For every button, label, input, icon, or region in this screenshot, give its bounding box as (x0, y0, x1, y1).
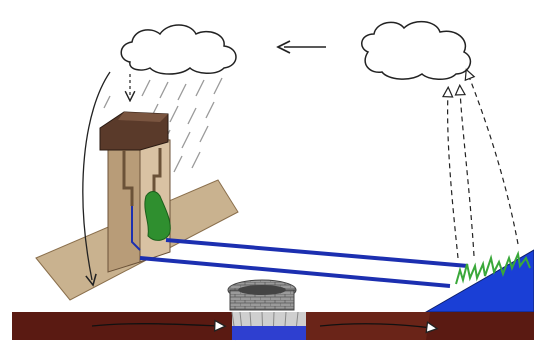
rain-streaks (103, 77, 223, 173)
well-opening (238, 285, 286, 295)
hill (424, 249, 534, 313)
dashed-up-arrow (448, 92, 459, 259)
cloud-shape (120, 24, 237, 75)
gutter-pipe (122, 150, 134, 206)
curved-down-arrow (82, 71, 111, 280)
evaporation-cloud (361, 20, 472, 80)
well (227, 279, 306, 341)
tower (99, 111, 171, 273)
soil-layer-right (300, 312, 430, 340)
moss-patch (144, 191, 171, 241)
dashed-up-arrow (460, 90, 475, 257)
right-arrow-icon (91, 324, 220, 326)
evaporation-arrows (448, 74, 519, 259)
dashed-up-arrow (468, 74, 519, 245)
hill-water (424, 249, 534, 313)
right-arrow-icon (319, 324, 432, 328)
rain-cloud (120, 24, 237, 75)
well-water (232, 326, 306, 340)
pipe-upper (165, 238, 469, 268)
gutter-pipe (152, 148, 162, 196)
tower-roof-top (118, 112, 168, 122)
grass (455, 250, 531, 285)
drain-pipe (131, 206, 141, 251)
pipe-lower (139, 256, 451, 288)
cloud-shape (361, 20, 472, 80)
